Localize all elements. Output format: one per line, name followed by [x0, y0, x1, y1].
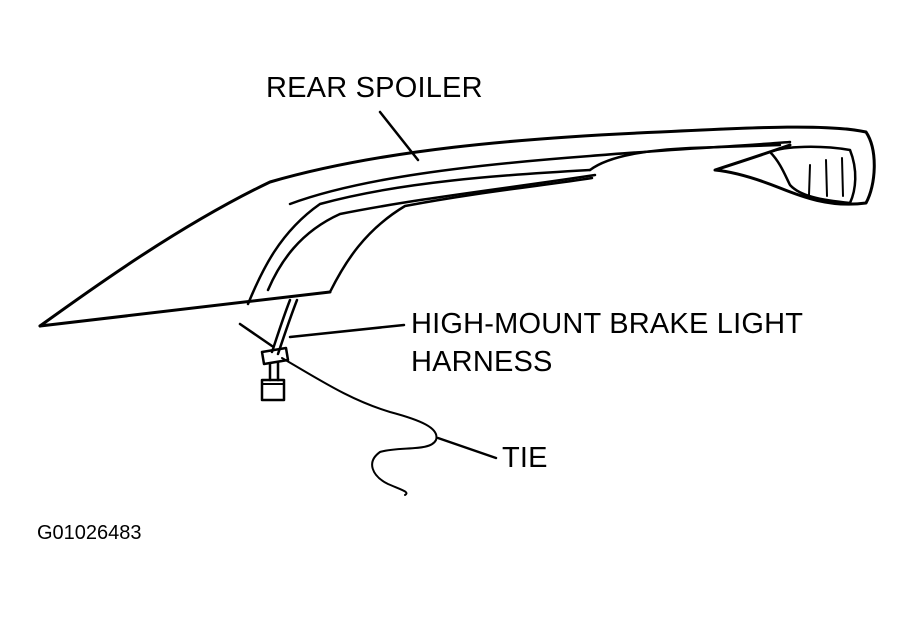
- spoiler-end-mark-1: [808, 164, 811, 196]
- tie-string: [281, 357, 438, 496]
- harness-label-line2: HARNESS: [411, 346, 553, 378]
- rear-spoiler-label: REAR SPOILER: [266, 72, 483, 104]
- harness-tick: [238, 322, 274, 348]
- harness-leader: [288, 323, 406, 339]
- tie-leader: [436, 436, 498, 460]
- spoiler-outer-outline: [38, 125, 876, 328]
- spoiler-channel-lower: [328, 176, 594, 294]
- harness-wire: [270, 298, 292, 354]
- connector-collar: [260, 346, 290, 366]
- spoiler-channel-inner: [266, 173, 597, 292]
- harness-label-line1: HIGH-MOUNT BRAKE LIGHT: [411, 308, 804, 340]
- connector-block: [260, 378, 286, 402]
- spoiler-end-mark-3: [841, 157, 844, 197]
- tie-label: TIE: [502, 442, 548, 474]
- figure-id: G01026483: [37, 522, 142, 544]
- spoiler-channel-outer: [246, 168, 592, 306]
- spoiler-recess: [588, 143, 782, 172]
- spoiler-end-cap-inner: [768, 145, 857, 205]
- rear-spoiler-leader: [378, 110, 420, 162]
- spoiler-bottom-edge: [38, 290, 332, 328]
- spoiler-end-mark-2: [825, 159, 828, 197]
